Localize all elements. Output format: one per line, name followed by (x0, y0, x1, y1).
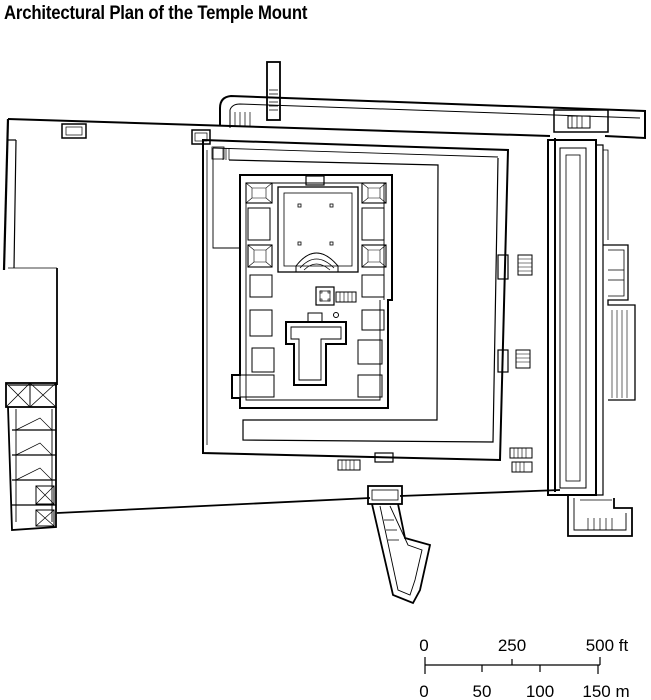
scale-ticks-ft (424, 657, 601, 665)
north-gate-west (61, 123, 87, 139)
scale-label-m-150: 150 m (582, 682, 629, 700)
scale-label-m-50: 50 (473, 682, 492, 700)
inner-enclosure (202, 138, 510, 463)
scale-label-ft-0: 0 (419, 636, 428, 655)
east-portico (547, 139, 636, 537)
scale-ticks-m (424, 665, 599, 674)
scale-label-ft-250: 250 (498, 636, 526, 655)
north-gate-east (191, 129, 211, 145)
south-gate (367, 485, 432, 605)
scale-bar: 0 250 500 ft 0 50 100 150 m (419, 636, 629, 700)
temple-complex (231, 174, 393, 409)
north-annex (219, 61, 646, 140)
outer-enclosure-wall (2, 118, 561, 514)
scale-label-m-0: 0 (419, 682, 428, 700)
page-title: Architectural Plan of the Temple Mount (4, 3, 308, 24)
court-stairs (211, 146, 533, 473)
west-building (5, 382, 57, 531)
scale-label-ft-500: 500 ft (586, 636, 629, 655)
scale-label-m-100: 100 (526, 682, 554, 700)
